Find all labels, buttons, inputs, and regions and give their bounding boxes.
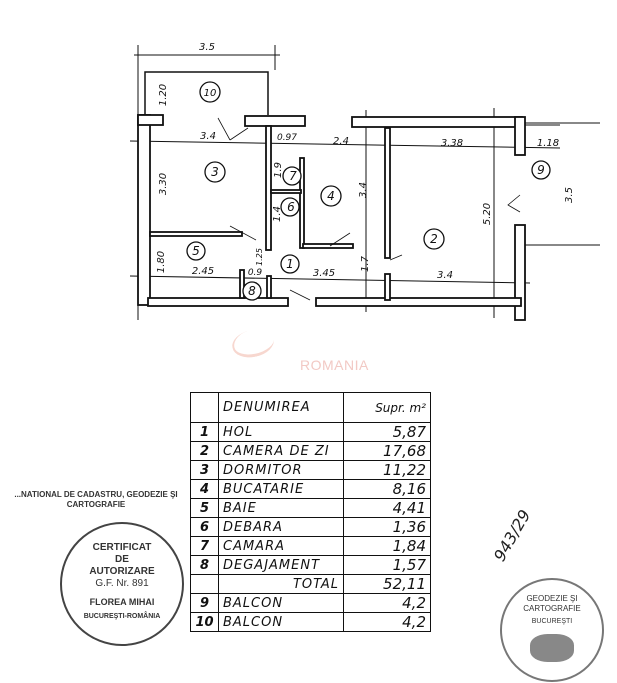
room-label-2: 2: [430, 232, 438, 246]
dim-room2-width-bottom: 3.4: [437, 270, 453, 281]
dim-room7-width: 0.97: [277, 133, 297, 143]
dim-balcony9-depth: 3.5: [564, 187, 575, 203]
seal-stamp: GEODEZIE ŞI CARTOGRAFIE BUCUREŞTI: [500, 578, 604, 682]
floor-plan: 1 2 3 4 5 6 7 8 9 10 3.5 1.20 3.4 3.30 0…: [129, 42, 600, 321]
dim-room4-width: 2.4: [333, 136, 349, 147]
header-area: Supr. m²: [343, 392, 431, 423]
dim-hall-width: 3.45: [313, 268, 335, 279]
dim-room8-width: 0.9: [248, 268, 263, 278]
room-label-3: 3: [211, 165, 219, 179]
dim-room5-depth: 1.80: [156, 251, 167, 273]
dim-room2-depth: 5.20: [482, 203, 493, 225]
authorization-stamp: CERTIFICAT DE AUTORIZARE G.F. Nr. 891 FL…: [60, 522, 184, 646]
room-label-8: 8: [248, 284, 256, 298]
dim-room3-depth: 3.30: [158, 173, 169, 195]
dim-balcony10-width: 3.5: [199, 42, 215, 53]
dim-hall-depth: 1.25: [255, 248, 264, 266]
dim-room4-depth: 3.4: [358, 182, 369, 198]
dim-room7-depth: 1.9: [273, 162, 284, 178]
dim-balcony9-width: 1.18: [537, 138, 559, 149]
dim-balcony10-depth: 1.20: [158, 84, 169, 106]
room-label-9: 9: [537, 163, 545, 177]
signature-mark: [530, 634, 574, 662]
watermark-text: ROMANIA: [300, 357, 369, 373]
dim-room6-depth: 1.4: [272, 206, 283, 222]
dim-room2-width-top: 3.38: [441, 138, 463, 149]
table-header: DENUMIREA Supr. m²: [190, 392, 431, 423]
room-number-circles: [186, 81, 551, 301]
room-label-6: 6: [287, 200, 295, 214]
reference-number: 943/29: [489, 506, 535, 565]
room-label-10: 10: [204, 88, 217, 99]
dim-room5-width: 2.45: [192, 266, 214, 277]
stamp-ring-text: ...NATIONAL DE CADASTRU, GEODEZIE ŞI CAR…: [14, 490, 178, 509]
room-label-1: 1: [286, 257, 294, 271]
room-label-4: 4: [327, 189, 335, 203]
dim-hall-side: 1.7: [360, 255, 371, 272]
dim-room3-width: 3.4: [200, 131, 216, 142]
room-label-7: 7: [289, 169, 297, 183]
room-label-5: 5: [192, 244, 200, 258]
header-name: DENUMIREA: [218, 392, 344, 423]
